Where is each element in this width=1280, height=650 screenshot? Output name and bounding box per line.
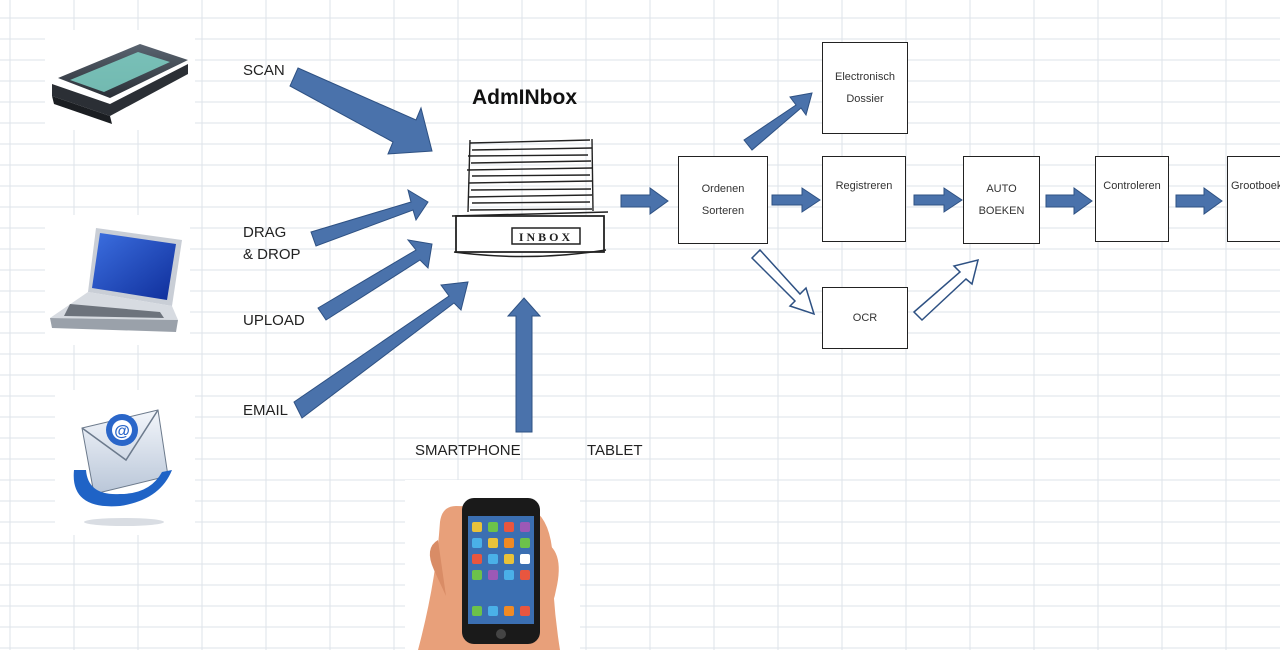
box-ocr: OCR <box>822 287 908 349</box>
source-label-upload: UPLOAD <box>243 312 305 329</box>
email-icon: @ <box>55 390 195 535</box>
smartphone-icon <box>405 480 580 650</box>
arrow-controleren-to-grootboek <box>1175 187 1223 215</box>
laptop-icon <box>45 215 190 345</box>
scanner-icon <box>45 30 195 130</box>
source-label-email: EMAIL <box>243 402 289 419</box>
scan-arrow <box>289 67 433 155</box>
arrow-autoboeken-to-controleren <box>1045 187 1093 215</box>
svg-text:@: @ <box>114 423 130 440</box>
box-auto-boeken: AUTO BOEKEN <box>963 156 1040 244</box>
box-registreren: Registreren <box>822 156 906 242</box>
smartphone-arrow <box>506 297 542 433</box>
arrow-ordenen-to-ocr <box>750 248 816 316</box>
diagram-title: AdmINbox <box>472 86 577 109</box>
inbox-tray-label: INBOX <box>519 230 573 244</box>
drag-drop-arrow <box>310 188 429 247</box>
arrow-inbox-to-ordenen <box>620 187 669 215</box>
source-label-scan: SCAN <box>243 62 285 79</box>
source-label-drag-drop: DRAG & DROP <box>243 224 301 263</box>
source-label-smartphone: SMARTPHONE <box>415 442 521 459</box>
box-electronisch-dossier: Electronisch Dossier <box>822 42 908 134</box>
arrow-ocr-to-autoboeken <box>912 258 980 322</box>
arrow-ordenen-to-registreren <box>771 187 821 213</box>
box-controleren: Controleren <box>1095 156 1169 242</box>
box-grootboek: Grootboek <box>1227 156 1280 242</box>
source-label-tablet: TABLET <box>587 442 643 459</box>
inbox-tray-icon: INBOX <box>451 138 609 258</box>
arrow-registreren-to-autoboeken <box>913 187 963 213</box>
arrow-ordenen-to-dossier <box>743 92 813 151</box>
upload-arrow <box>317 239 433 321</box>
email-arrow <box>293 281 469 419</box>
box-ordenen-sorteren: Ordenen Sorteren <box>678 156 768 244</box>
